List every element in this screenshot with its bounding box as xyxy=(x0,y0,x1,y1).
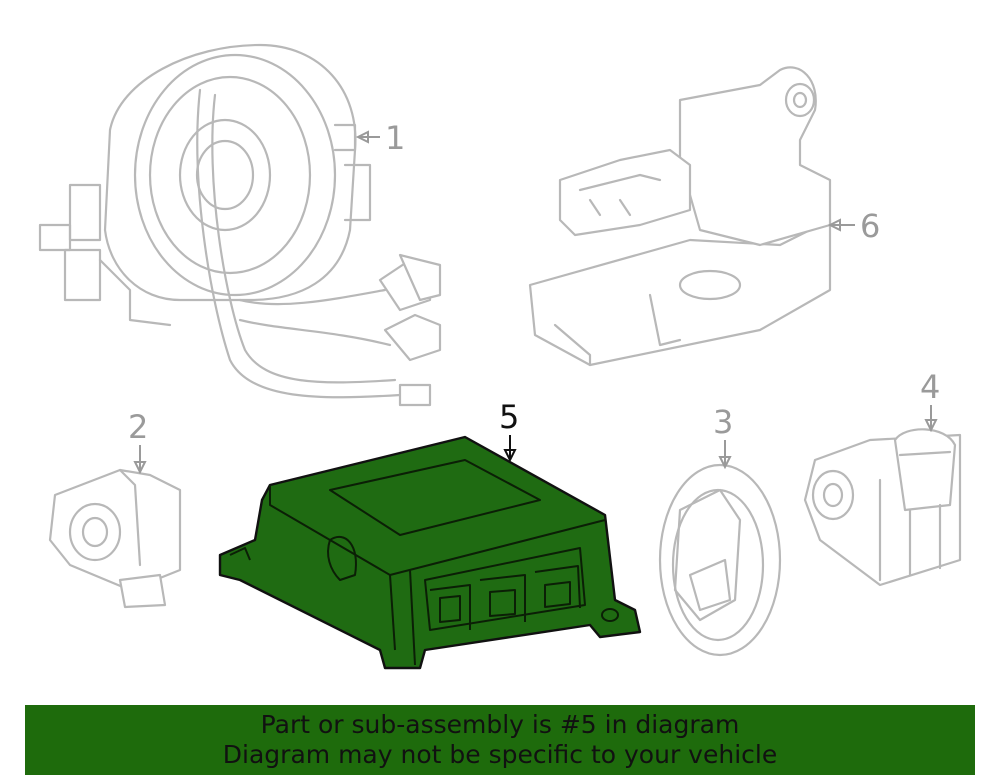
part-1-clock-spring[interactable]: 1 xyxy=(38,43,442,407)
part-6-sensor-bracket[interactable]: 6 xyxy=(528,66,880,367)
info-banner: Part or sub-assembly is #5 in diagram Di… xyxy=(25,705,975,775)
part-5-airbag-control-module[interactable]: 5 xyxy=(218,398,642,670)
callout-4: 4 xyxy=(920,368,940,406)
callout-3: 3 xyxy=(713,403,733,441)
callout-6: 6 xyxy=(860,207,880,245)
part-3-ring-sensor[interactable]: 3 xyxy=(658,403,782,657)
parts-diagram: 1 6 2 3 xyxy=(38,43,962,670)
callout-1: 1 xyxy=(385,119,405,157)
banner-line-2: Diagram may not be specific to your vehi… xyxy=(222,740,778,769)
callout-2: 2 xyxy=(128,408,148,446)
callout-5: 5 xyxy=(499,398,519,436)
banner-line-1: Part or sub-assembly is #5 in diagram xyxy=(260,710,740,739)
part-2-impact-sensor[interactable]: 2 xyxy=(48,408,182,609)
part-4-side-sensor[interactable]: 4 xyxy=(803,368,962,587)
